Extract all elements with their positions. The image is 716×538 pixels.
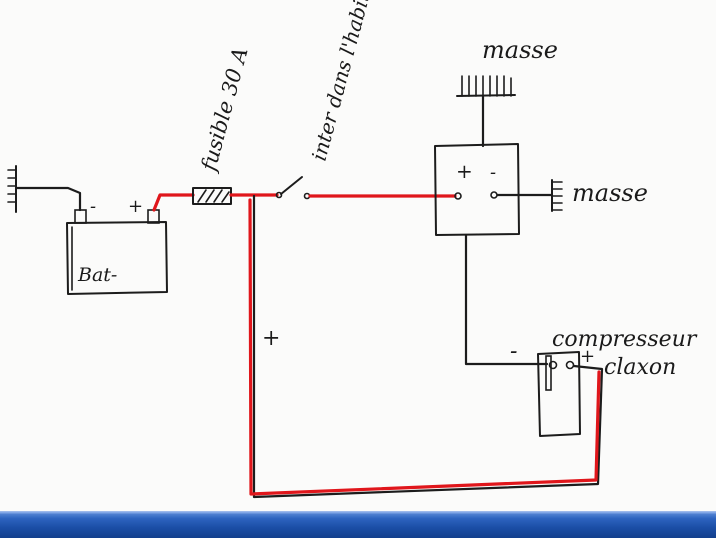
loop-plus-sign: + bbox=[262, 326, 280, 351]
ground-symbol-right bbox=[551, 179, 563, 212]
taskbar-highlight bbox=[0, 512, 716, 515]
battery-plus-sign: + bbox=[128, 196, 143, 217]
switch-label-text: inter dans l'habitacle bbox=[307, 0, 386, 163]
relay bbox=[434, 143, 520, 236]
ground-symbol-left bbox=[7, 165, 17, 213]
ground-right-label: masse bbox=[572, 179, 648, 207]
taskbar[interactable] bbox=[0, 511, 716, 538]
positive-loop-wire bbox=[252, 194, 604, 499]
fuse bbox=[192, 187, 232, 205]
battery-ground-wire bbox=[14, 186, 82, 212]
compressor-plus-sign: + bbox=[580, 346, 595, 367]
relay-compressor-wire bbox=[464, 233, 549, 366]
ground-symbol-top bbox=[456, 75, 516, 148]
positive-wire-battery-fuse bbox=[152, 193, 195, 212]
battery-minus-sign: - bbox=[90, 196, 96, 217]
switch-label: inter dans l'habitacle bbox=[307, 0, 386, 163]
compressor-label-line1: compresseur bbox=[552, 327, 698, 352]
compressor-horn bbox=[537, 351, 581, 437]
fuse-label: fusible 30 A bbox=[196, 45, 252, 175]
relay-plus-sign: + bbox=[456, 159, 473, 183]
battery-label: Bat- bbox=[77, 264, 117, 286]
relay-minus-sign: - bbox=[490, 162, 496, 183]
ground-top-label: masse bbox=[482, 36, 558, 64]
compressor-label-line2: claxon bbox=[604, 355, 676, 380]
positive-loop-wire-red bbox=[248, 198, 601, 496]
compressor-minus-sign: - bbox=[510, 339, 517, 364]
cabin-switch bbox=[275, 176, 311, 200]
wiring-diagram: Bat- - + fusible 30 A inter dans l'habit… bbox=[7, 0, 698, 499]
